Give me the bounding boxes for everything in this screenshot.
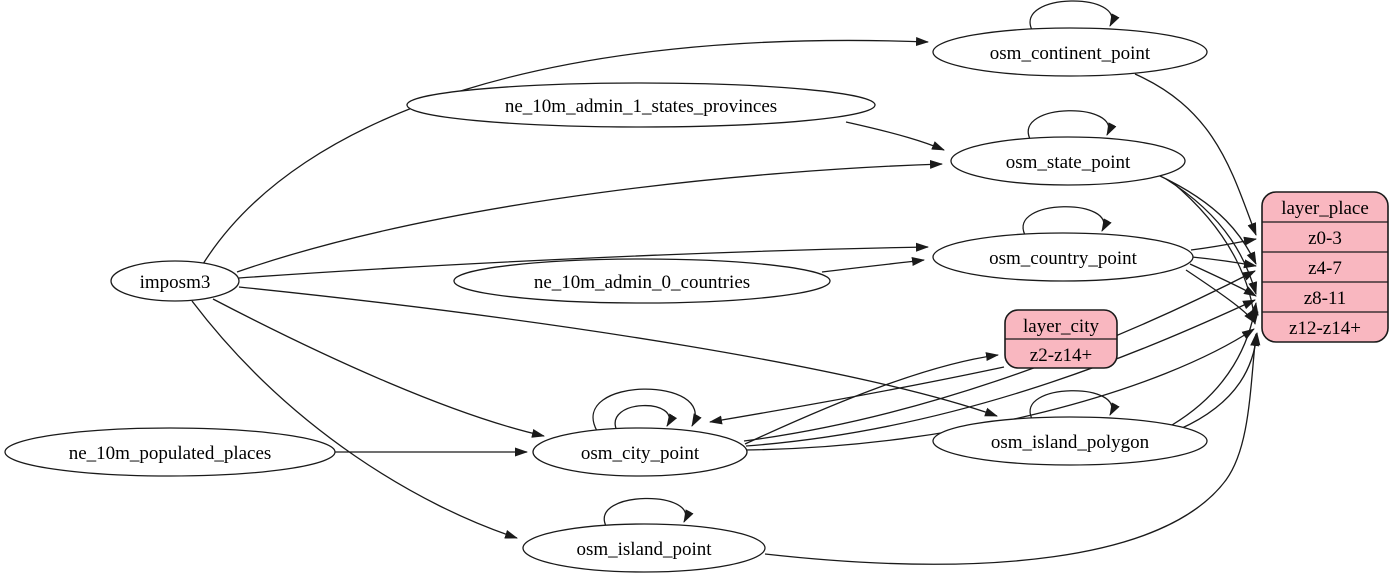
edge-osm_state_point-layer_place-z8-11 <box>1165 178 1258 295</box>
node-ne_10m_populated_places-label: ne_10m_populated_places <box>69 443 272 464</box>
edge-imposm3-osm_country_point <box>238 242 929 279</box>
node-osm_continent_point-shape <box>932 27 1208 77</box>
node-osm_island_polygon: osm_island_polygon <box>932 416 1208 466</box>
selfloop-osm_continent_point <box>1029 0 1120 31</box>
record-layer_place-title: layer_place <box>1281 198 1369 219</box>
node-osm_island_point-label: osm_island_point <box>576 539 712 560</box>
edge-osm_country_point-layer_place-z4-7 <box>1191 256 1257 269</box>
node-osm_country_point-label: osm_country_point <box>989 248 1137 269</box>
node-osm_island_point: osm_island_point <box>522 523 766 573</box>
edge-ne_10m_admin_1_states_provinces-osm_state_point <box>845 121 945 151</box>
edge-osm_island_polygon-layer_place-z8-11 <box>1171 302 1259 426</box>
node-imposm3-label: imposm3 <box>140 272 211 293</box>
record-layer_place: layer_place z0-3 z4-7 z8-11 z12-z14+ <box>1261 191 1389 343</box>
node-ne_10m_populated_places: ne_10m_populated_places <box>4 427 336 477</box>
edge-layer_city-osm_city_point <box>709 366 1005 425</box>
node-ne_10m_admin_1_states_provinces: ne_10m_admin_1_states_provinces <box>406 82 876 128</box>
edge-osm_city_point-layer_place-z12-z14 <box>742 328 1255 451</box>
node-osm_city_point-shape <box>532 427 748 477</box>
node-osm_country_point: osm_country_point <box>932 232 1194 282</box>
node-osm_city_point: osm_city_point <box>532 427 748 477</box>
node-osm_continent_point: osm_continent_point <box>932 27 1208 77</box>
selfloop-osm_island_polygon <box>1029 390 1120 420</box>
edge-osm_continent_point-layer_place-z0-3 <box>1134 73 1257 236</box>
record-layer_city-row-z2-z14: z2-z14+ <box>1030 345 1092 366</box>
selfloop-osm_country_point <box>1022 206 1112 236</box>
node-osm_state_point-label: osm_state_point <box>1006 152 1131 173</box>
record-layer_place-row-z0-3: z0-3 <box>1308 228 1342 249</box>
node-osm_city_point-label: osm_city_point <box>581 443 700 464</box>
record-layer_place-row-z12-z14: z12-z14+ <box>1289 318 1361 339</box>
node-imposm3: imposm3 <box>110 260 240 302</box>
node-ne_10m_admin_0_countries-label: ne_10m_admin_0_countries <box>534 272 750 293</box>
record-layer_place-row-z8-11: z8-11 <box>1304 288 1347 309</box>
record-layer_city: layer_city z2-z14+ <box>1004 309 1118 369</box>
edge-osm_city_point-layer_city <box>744 352 999 445</box>
node-osm_island_point-shape <box>522 523 766 573</box>
edge-osm_city_point-layer_place-z8-11 <box>745 299 1256 447</box>
node-osm_state_point: osm_state_point <box>950 136 1186 186</box>
node-ne_10m_populated_places-shape <box>4 427 336 477</box>
node-ne_10m_admin_1_states_provinces-shape <box>406 82 876 128</box>
edge-layer <box>191 0 1261 565</box>
selfloop-osm_state_point <box>1027 110 1117 140</box>
node-imposm3-shape <box>110 260 240 302</box>
edge-osm_city_point-layer_place-z4-7 <box>743 270 1256 442</box>
node-osm_state_point-shape <box>950 136 1186 186</box>
edge-imposm3-osm_island_polygon <box>238 286 998 417</box>
edge-osm_state_point-layer_place-z4-7 <box>1157 174 1257 265</box>
edge-osm_island_polygon-layer_place-z12-z14 <box>1179 332 1261 430</box>
selfloop-osm_city_point-inner <box>614 404 678 432</box>
selfloop-osm_city_point-outer <box>592 388 702 432</box>
record-layer_place-row-z4-7: z4-7 <box>1308 258 1342 279</box>
edge-imposm3-osm_island_point <box>191 300 518 539</box>
node-ne_10m_admin_0_countries: ne_10m_admin_0_countries <box>453 258 831 304</box>
edge-osm_country_point-layer_place-z8-11 <box>1189 263 1257 297</box>
record-layer_city-title: layer_city <box>1023 316 1099 337</box>
edge-imposm3-osm_state_point <box>236 159 943 273</box>
selfloop-osm_island_point <box>603 497 694 527</box>
node-ne_10m_admin_1_states_provinces-label: ne_10m_admin_1_states_provinces <box>505 96 777 117</box>
node-ne_10m_admin_0_countries-shape <box>453 258 831 304</box>
record-layer_place-shape <box>1261 191 1389 343</box>
node-osm_country_point-shape <box>932 232 1194 282</box>
edge-ne_10m_admin_0_countries-osm_country_point <box>821 257 925 273</box>
edge-imposm3-osm_continent_point <box>202 37 929 265</box>
node-osm_island_polygon-shape <box>932 416 1208 466</box>
edge-osm_island_point-layer_place-z12-z14 <box>764 333 1260 565</box>
edge-osm_country_point-layer_place-z0-3 <box>1190 236 1257 251</box>
node-osm_island_polygon-label: osm_island_polygon <box>991 432 1150 453</box>
edge-imposm3-osm_city_point <box>212 298 545 438</box>
node-osm_continent_point-label: osm_continent_point <box>990 43 1151 64</box>
